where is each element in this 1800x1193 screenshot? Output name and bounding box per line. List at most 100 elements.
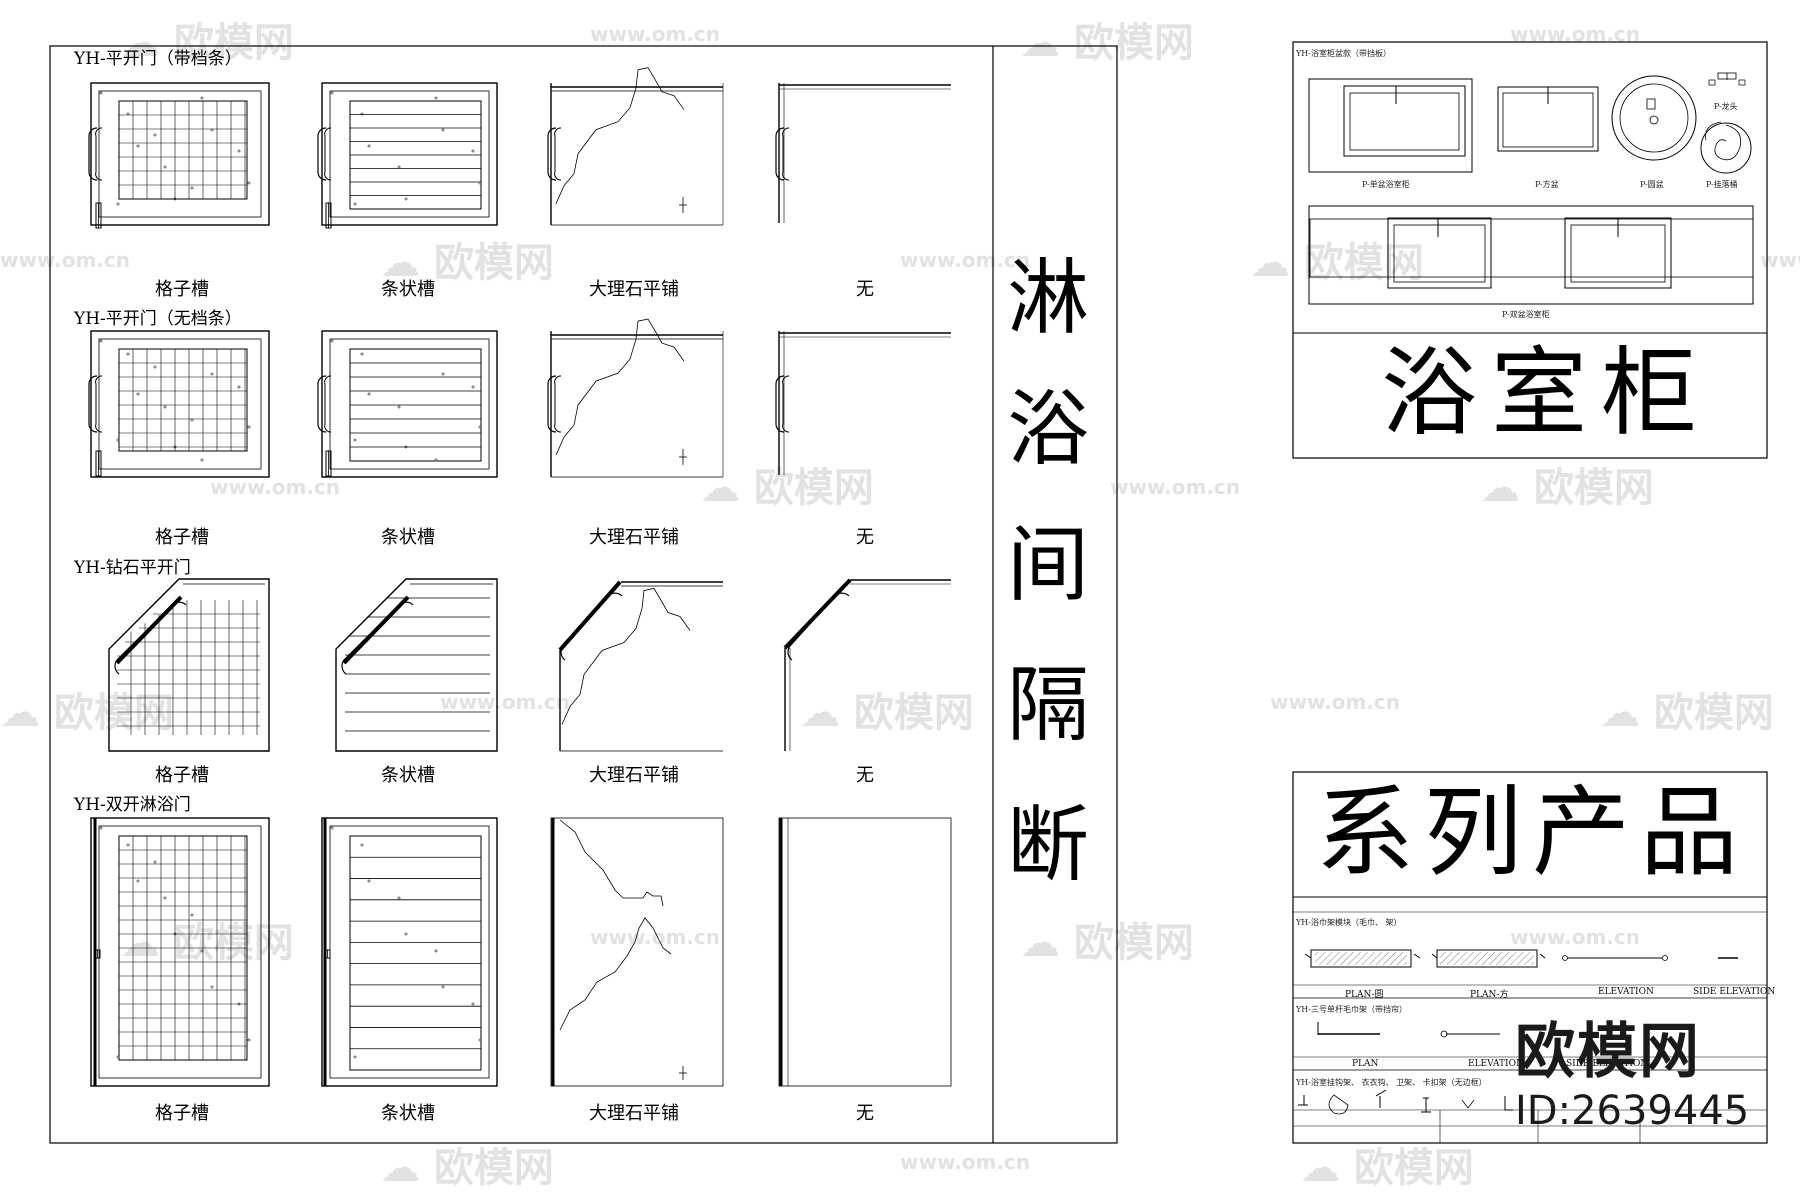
panel-speckle	[210, 372, 214, 376]
cabinet-sheet-border	[1292, 41, 1768, 459]
panel-speckle	[478, 1038, 482, 1042]
hook-3	[1375, 1089, 1387, 1108]
panel-speckle	[247, 1038, 251, 1042]
panel-speckle	[99, 826, 103, 830]
round-basin-faucet	[1646, 98, 1656, 110]
label-none-3: 无	[856, 765, 874, 786]
brand-watermark: 欧模网	[1515, 1017, 1701, 1087]
panel-speckle	[397, 165, 401, 169]
panel-speckle	[190, 418, 194, 422]
door-handle	[547, 127, 557, 181]
diamond-handle	[787, 592, 850, 661]
bin-outer	[1700, 122, 1752, 174]
panel-speckle	[353, 438, 357, 442]
side-title-char-2: 浴	[1007, 382, 1090, 477]
panel-speckle	[397, 896, 401, 900]
bin-swirl2	[1705, 121, 1722, 141]
double-strip-panel-strip-frame	[349, 835, 482, 1071]
bin-swirl	[1714, 124, 1742, 161]
panel-speckle	[116, 1055, 120, 1059]
panel-speckle	[163, 896, 167, 900]
panel-speckle	[126, 112, 130, 116]
panel-speckle	[247, 425, 251, 429]
diamond-grid-edge	[115, 595, 183, 665]
label-strip-4: 条状槽	[381, 1103, 435, 1124]
hook-1	[1298, 1095, 1308, 1106]
cabinet-label-square: P-方盆	[1535, 180, 1559, 189]
panel-speckle	[190, 186, 194, 190]
hook-6	[1504, 1096, 1513, 1111]
towel-rail-hook	[1431, 953, 1546, 959]
series-row1-label-4: SIDE ELEVATION	[1693, 987, 1776, 997]
panel-speckle	[434, 458, 438, 462]
hook-2	[1328, 1094, 1349, 1115]
series-row1-label-1: PLAN-圆	[1345, 990, 1384, 1000]
panel-speckle	[237, 1002, 241, 1006]
series-sheet-border	[1292, 771, 1768, 1144]
label-strip-3: 条状槽	[381, 765, 435, 786]
towel-rail-hatch	[1440, 952, 1534, 965]
marble-crack	[559, 917, 672, 1031]
door-handle-inner	[554, 127, 562, 181]
single-rail-end	[1440, 1030, 1448, 1038]
faucet-right	[1738, 79, 1746, 86]
panel-speckle	[153, 860, 157, 864]
diamond-strip-frame	[335, 578, 498, 752]
door-handle	[547, 375, 557, 433]
series-row2-header: YH-三号单杆毛巾架（带挡帘）	[1296, 1005, 1407, 1014]
double-cabinet-outer	[1308, 205, 1754, 305]
label-strip-2: 条状槽	[381, 527, 435, 548]
label-none-1: 无	[856, 279, 874, 300]
panel-speckle	[210, 128, 214, 132]
panel-speckle	[153, 365, 157, 369]
panel-speckle	[153, 133, 157, 137]
series-row2-label-1: PLAN	[1352, 1059, 1379, 1069]
cabinet-label-single: P-单盆浴室柜	[1362, 180, 1410, 189]
panel-speckle	[471, 1002, 475, 1006]
faucet-left	[1708, 79, 1716, 86]
door-handle-inner	[95, 127, 103, 181]
panel-speckle	[441, 985, 445, 989]
panel-speckle	[200, 458, 204, 462]
double-grid-panel-inner	[98, 825, 262, 1079]
panel-speckle	[404, 445, 408, 449]
panel-speckle	[471, 385, 475, 389]
grid-panel-r2-grid-frame	[118, 348, 248, 452]
grid-panel-r2-frame	[90, 330, 270, 478]
label-marble-1: 大理石平铺	[589, 279, 679, 300]
panel-speckle	[397, 405, 401, 409]
label-grid-1: 格子槽	[155, 279, 209, 300]
panel-speckle	[367, 879, 371, 883]
panel-speckle	[136, 392, 140, 396]
series-row1-header: YH-浴巾架模块（毛巾、 架）	[1296, 918, 1402, 927]
strip-panel-r1-inner	[329, 90, 490, 218]
strip-panel-r2-inner	[329, 338, 490, 470]
series-row1-label-2: PLAN-方	[1470, 990, 1509, 1000]
panel-speckle	[200, 949, 204, 953]
diamond-handle	[114, 601, 187, 675]
panel-speckle	[247, 181, 251, 185]
brand-id: ID:2639445	[1515, 1088, 1750, 1134]
panel-speckle	[116, 202, 120, 206]
diamond-none-edge	[783, 578, 852, 650]
door-handle	[317, 375, 327, 433]
series-row3-header: YH-浴室挂钩架、 衣衣钩、 卫架、 卡扣架（无边框）	[1296, 1078, 1487, 1087]
door-handle	[88, 375, 98, 433]
panel-speckle	[126, 352, 130, 356]
door-handle-inner	[554, 375, 562, 433]
diamond-grid-frame	[108, 578, 270, 752]
double-basin-left-inner	[1393, 224, 1486, 283]
round-basin-inner	[1619, 83, 1689, 153]
panel-speckle	[190, 913, 194, 917]
single-cabinet-outer	[1308, 78, 1473, 173]
panel-speckle	[200, 96, 204, 100]
single-cabinet-basin	[1349, 92, 1460, 151]
side-title-char-5: 断	[1007, 798, 1090, 893]
label-marble-2: 大理石平铺	[589, 527, 679, 548]
panel-speckle	[126, 843, 130, 847]
hook-5	[1461, 1099, 1475, 1109]
panel-speckle	[136, 879, 140, 883]
double-grid-panel-frame	[90, 817, 270, 1087]
door-handle-inner	[324, 127, 332, 181]
panel-speckle	[441, 128, 445, 132]
